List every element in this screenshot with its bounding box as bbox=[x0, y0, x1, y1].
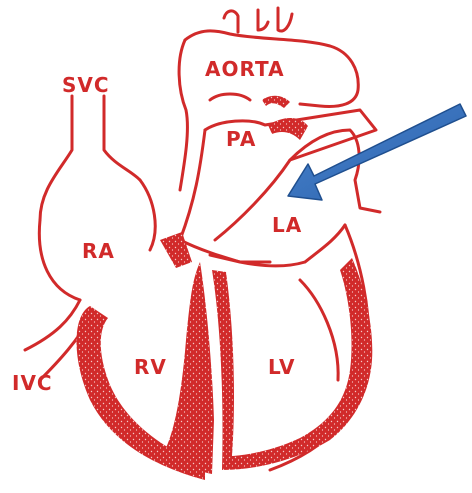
svc-right-wall bbox=[104, 96, 140, 180]
labels: AORTA SVC PA RA LA RV LV IVC bbox=[12, 57, 302, 395]
svc-left-wall bbox=[40, 96, 72, 220]
label-ivc: IVC bbox=[12, 371, 53, 395]
lv-inner bbox=[300, 280, 338, 380]
ra-junction bbox=[160, 232, 192, 268]
label-ra: RA bbox=[82, 239, 115, 263]
label-aorta: AORTA bbox=[205, 57, 285, 81]
label-la: LA bbox=[272, 213, 302, 237]
label-rv: RV bbox=[134, 355, 167, 379]
aortic-branch-right bbox=[278, 8, 292, 31]
pa-lower bbox=[180, 130, 205, 240]
label-lv: LV bbox=[268, 355, 295, 379]
valve-line bbox=[210, 255, 270, 262]
label-pa: PA bbox=[226, 127, 256, 151]
aorta-valve bbox=[262, 96, 290, 108]
la-wall bbox=[268, 118, 308, 140]
label-svc: SVC bbox=[62, 73, 110, 97]
aortic-branch-left bbox=[224, 11, 238, 32]
septum-wall bbox=[165, 262, 214, 474]
ventricle-walls bbox=[77, 96, 373, 480]
aortic-branch-mid bbox=[258, 10, 268, 30]
aorta-inner bbox=[210, 94, 250, 100]
aorta-left-wall bbox=[179, 40, 187, 190]
